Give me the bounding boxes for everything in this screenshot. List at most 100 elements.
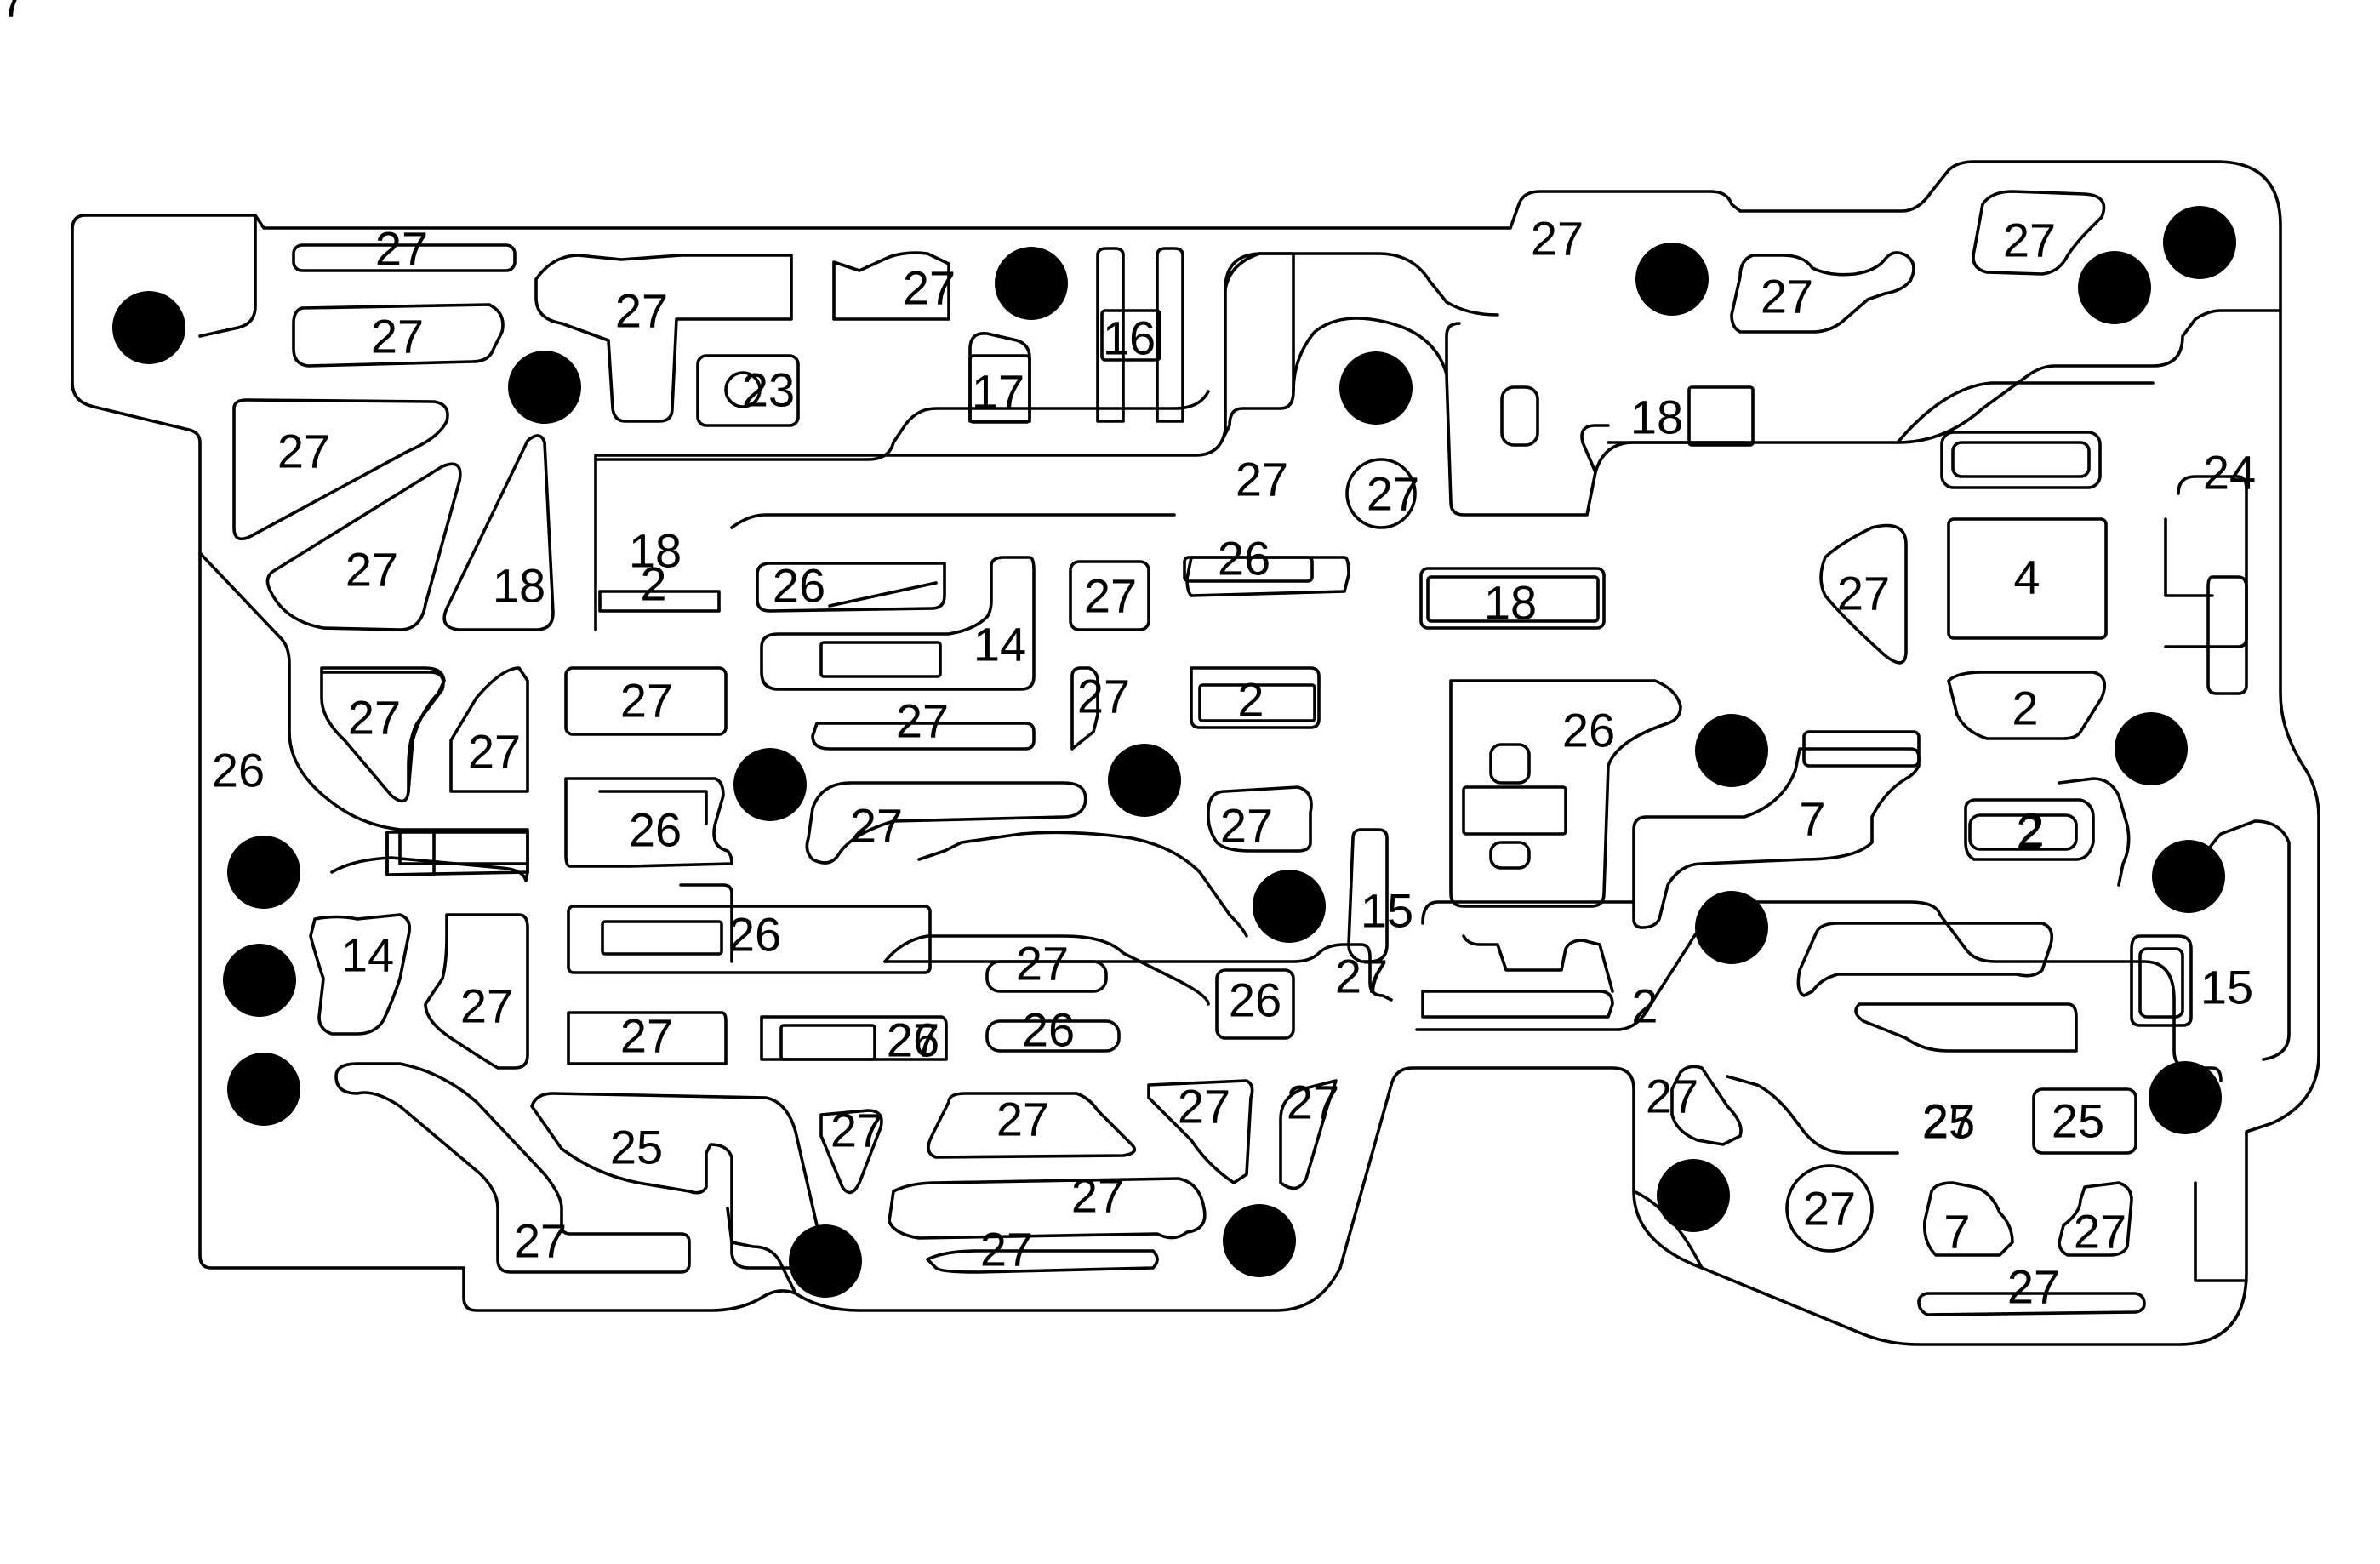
callout-label: 18 <box>1630 391 1683 444</box>
port <box>883 934 1210 1006</box>
port <box>265 462 462 631</box>
bolt-hole <box>227 1053 300 1126</box>
callout-label: 27 <box>460 979 513 1033</box>
check-ball-seat <box>1785 1164 1874 1253</box>
port <box>1100 309 1161 362</box>
callout-label: 14 <box>341 928 394 982</box>
callout-label: 27 <box>0 0 26 27</box>
port <box>779 1024 876 1061</box>
bolt-hole <box>1223 1204 1296 1277</box>
port <box>564 777 733 868</box>
callout-label: 4 <box>2013 551 2040 604</box>
port <box>564 666 728 736</box>
callout-label: 27 <box>371 310 424 363</box>
callout-label: 27 <box>1922 1094 1975 1148</box>
bolt-hole <box>227 836 300 909</box>
callout-label: 26 <box>629 803 682 857</box>
port <box>805 781 1087 865</box>
port <box>1156 247 1184 423</box>
port <box>1968 813 2078 851</box>
port <box>2130 934 2193 1027</box>
port <box>819 1109 883 1195</box>
port <box>760 556 1036 691</box>
callout-label: 26 <box>773 559 825 613</box>
bolt-hole <box>995 247 1068 320</box>
port <box>292 243 517 272</box>
port <box>1854 1002 2078 1053</box>
bolt-hole <box>1253 870 1326 943</box>
port <box>309 913 412 1036</box>
callout-label: 27 <box>2003 214 2056 267</box>
bolt-hole <box>1635 243 1709 316</box>
port <box>2138 947 2184 1019</box>
callout-label: 27 <box>375 222 428 276</box>
callout-label: 2 <box>2016 806 2042 859</box>
callout-label: 27 <box>1761 270 1813 323</box>
port <box>1940 431 2102 489</box>
callout-label: 27 <box>1287 1076 1339 1129</box>
port <box>292 303 505 368</box>
port <box>1796 922 2054 997</box>
callout-label: 14 <box>973 618 1026 671</box>
callout-label: 27 <box>345 543 398 596</box>
port <box>1070 666 1099 751</box>
port <box>1426 575 1600 623</box>
callout-label: 27 <box>1084 569 1137 623</box>
port <box>1279 1079 1338 1190</box>
callout-label: 27 <box>903 261 956 315</box>
port <box>1947 517 2108 640</box>
port <box>2032 1087 2137 1155</box>
port <box>1421 900 1635 925</box>
callout-label: 27 <box>1367 467 1419 521</box>
port <box>1964 798 2095 861</box>
bolt-hole <box>1108 744 1181 817</box>
port <box>696 354 800 427</box>
callout-label: 26 <box>1229 973 1281 1027</box>
callout-label: 27 <box>830 1104 883 1157</box>
callout-label: 27 <box>1016 937 1069 990</box>
port <box>1147 1079 1254 1184</box>
callout-label: 25 <box>610 1121 663 1174</box>
callout-label: 2 <box>2018 803 2044 857</box>
bolt-hole <box>2163 206 2236 279</box>
port <box>2206 575 2248 695</box>
port <box>598 590 721 613</box>
callout-label: 27 <box>2074 1205 2126 1259</box>
callout-label: 27 <box>277 425 330 478</box>
port <box>888 1177 1207 1240</box>
callout-label: 24 <box>2203 446 2256 499</box>
callout-label: 27 <box>1220 799 1273 853</box>
bolt-hole <box>2115 712 2188 785</box>
port <box>2058 1181 2133 1257</box>
port <box>1462 934 1614 993</box>
callout-label: 26 <box>1218 532 1270 585</box>
callout-label: 27 <box>1178 1080 1230 1133</box>
port <box>1215 968 1295 1040</box>
port <box>1917 1292 2146 1316</box>
port <box>819 641 942 678</box>
callout-label: 26 <box>1022 1003 1075 1057</box>
port <box>320 671 445 793</box>
callout-label: 27 <box>615 284 668 338</box>
bolt-hole <box>508 351 581 424</box>
callout-label: 27 <box>468 725 521 779</box>
port <box>926 1249 1159 1274</box>
bolt-hole <box>1339 351 1413 425</box>
port <box>832 251 950 321</box>
bolt-hole <box>2152 840 2225 913</box>
port <box>1951 441 2091 478</box>
port <box>1069 560 1150 631</box>
port <box>1489 743 1531 785</box>
bolt-holes <box>112 206 2236 1298</box>
port <box>598 790 708 825</box>
port <box>534 254 793 423</box>
port <box>1190 666 1321 729</box>
callout-label: 27 <box>1077 670 1130 723</box>
port <box>1819 523 1908 665</box>
port <box>1500 385 1539 447</box>
port <box>1183 556 1314 583</box>
port <box>985 960 1108 993</box>
callout-label: 27 <box>620 674 673 728</box>
callout-label: 2 <box>2012 682 2038 735</box>
